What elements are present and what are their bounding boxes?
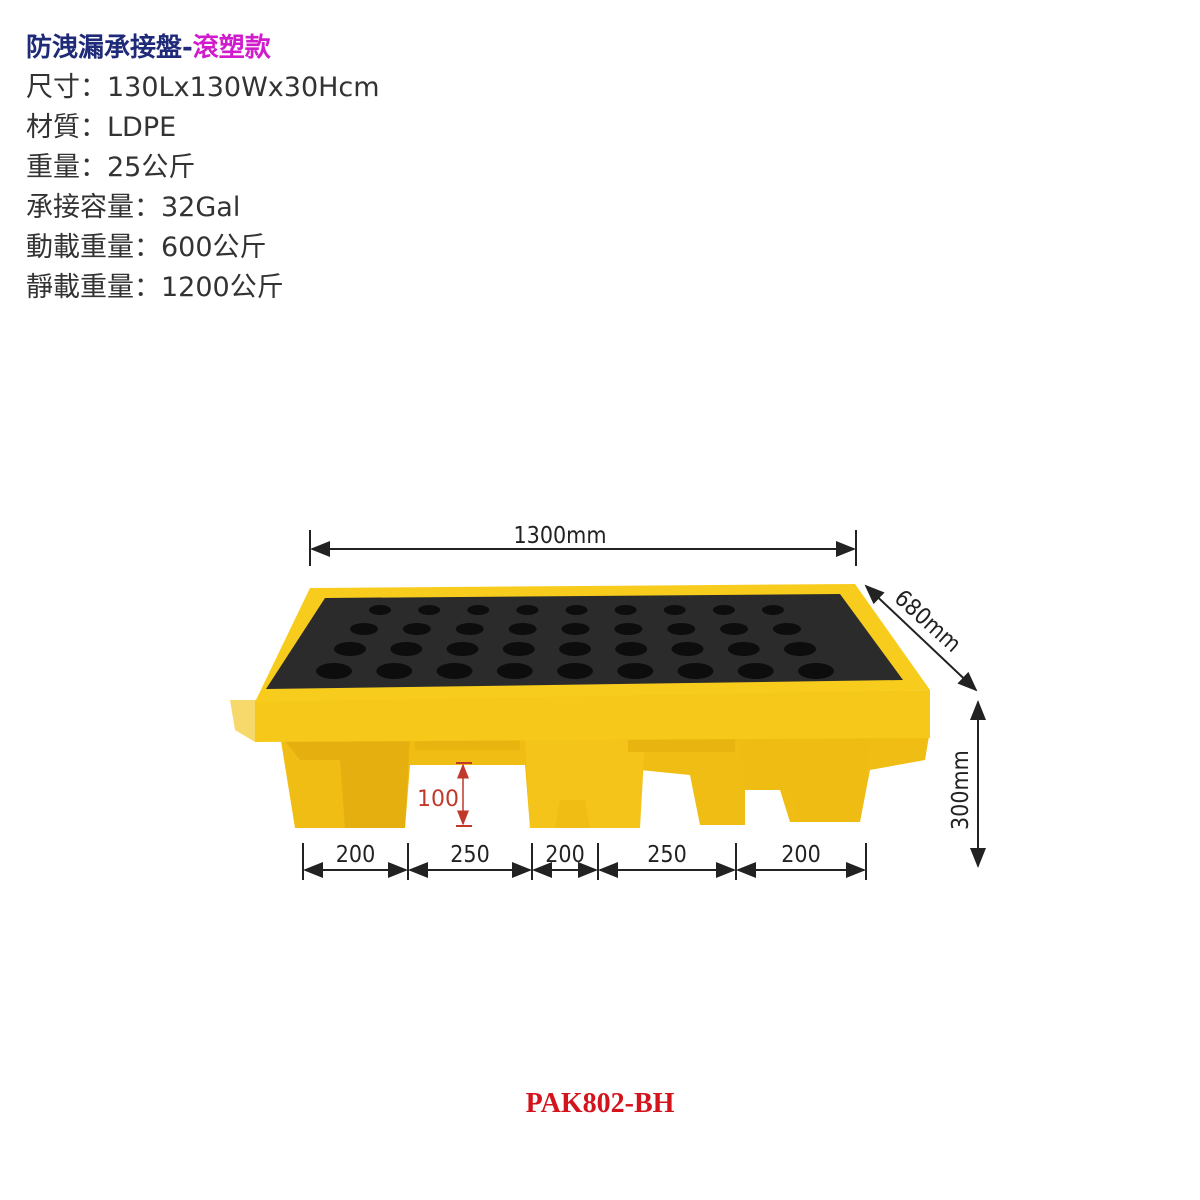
hole xyxy=(496,663,533,679)
hole xyxy=(727,642,760,656)
hole xyxy=(677,663,714,679)
hole xyxy=(671,642,704,656)
length-label: 1300mm xyxy=(514,523,607,549)
segment-label: 250 xyxy=(450,842,490,868)
spec-block: 防洩漏承接盤-滾塑款 尺寸：130Lx130Wx30Hcm 材質：LDPE 重量… xyxy=(26,28,380,308)
spec-row-material: 材質：LDPE xyxy=(26,108,380,148)
spec-row-size: 尺寸：130Lx130Wx30Hcm xyxy=(26,68,380,108)
hole xyxy=(418,605,441,615)
hole xyxy=(559,642,591,656)
hole xyxy=(334,642,366,656)
hole xyxy=(667,623,696,635)
spec-row-capacity: 承接容量：32Gal xyxy=(26,188,380,228)
spec-value: LDPE xyxy=(107,112,177,143)
spec-sep: ： xyxy=(80,152,107,183)
hole xyxy=(557,663,593,679)
product-title: 防洩漏承接盤-滾塑款 xyxy=(26,28,380,68)
spec-sep: ： xyxy=(134,272,161,303)
spec-sep: ： xyxy=(80,72,107,103)
width-label: 680mm xyxy=(889,585,966,658)
spec-label: 靜載重量 xyxy=(26,272,134,303)
hole xyxy=(663,605,686,615)
segment-label: 200 xyxy=(781,842,821,868)
hole xyxy=(798,663,834,679)
pallet-body xyxy=(280,730,930,828)
segment-label: 200 xyxy=(545,842,585,868)
spec-value: 32Gal xyxy=(161,192,241,223)
model-number: PAK802-BH xyxy=(525,1088,675,1119)
grid-holes xyxy=(316,605,834,679)
spec-row-weight: 重量：25公斤 xyxy=(26,148,380,188)
hole xyxy=(737,663,774,679)
spec-label: 承接容量 xyxy=(26,192,134,223)
hole xyxy=(720,623,749,635)
spec-value: 1200公斤 xyxy=(161,272,284,303)
hole xyxy=(467,605,490,615)
title-variant: 滾塑款 xyxy=(192,33,271,63)
hole xyxy=(561,623,590,635)
hole xyxy=(446,642,479,656)
hole xyxy=(565,605,588,615)
hole xyxy=(784,642,816,656)
pallet-rim-front xyxy=(255,690,930,742)
hole xyxy=(614,605,637,615)
spec-label: 動載重量 xyxy=(26,232,134,263)
segment-label: 200 xyxy=(336,842,376,868)
spec-value: 600公斤 xyxy=(161,232,267,263)
hole xyxy=(516,605,539,615)
hole xyxy=(615,642,648,656)
hole xyxy=(773,623,801,635)
hole xyxy=(614,623,643,635)
spec-label: 材質 xyxy=(26,112,80,143)
width-dim-line xyxy=(864,584,978,692)
spec-sep: ： xyxy=(134,192,161,223)
spec-sep: ： xyxy=(134,232,161,263)
hole xyxy=(502,642,535,656)
spec-label: 尺寸 xyxy=(26,72,80,103)
title-main: 防洩漏承接盤- xyxy=(26,33,193,63)
hole xyxy=(455,623,484,635)
hole xyxy=(402,623,431,635)
height-label: 300mm xyxy=(948,750,974,830)
hole xyxy=(762,605,784,615)
hole xyxy=(350,623,378,635)
hole xyxy=(617,663,654,679)
spec-row-static-load: 靜載重量：1200公斤 xyxy=(26,268,380,308)
hole xyxy=(712,605,735,615)
spec-value: 25公斤 xyxy=(107,152,196,183)
hole xyxy=(508,623,537,635)
spec-value: 130Lx130Wx30Hcm xyxy=(107,72,380,103)
hole xyxy=(390,642,423,656)
spec-row-dynamic-load: 動載重量：600公斤 xyxy=(26,228,380,268)
spec-sep: ： xyxy=(80,112,107,143)
pallet-rim-left xyxy=(230,700,255,742)
spec-label: 重量 xyxy=(26,152,80,183)
hole xyxy=(316,663,352,679)
hole xyxy=(369,605,391,615)
segment-label: 250 xyxy=(647,842,687,868)
hole xyxy=(436,663,473,679)
clearance-label: 100 xyxy=(417,787,459,812)
segment-dims: 200 250 200 250 200 xyxy=(302,842,867,880)
hole xyxy=(376,663,413,679)
